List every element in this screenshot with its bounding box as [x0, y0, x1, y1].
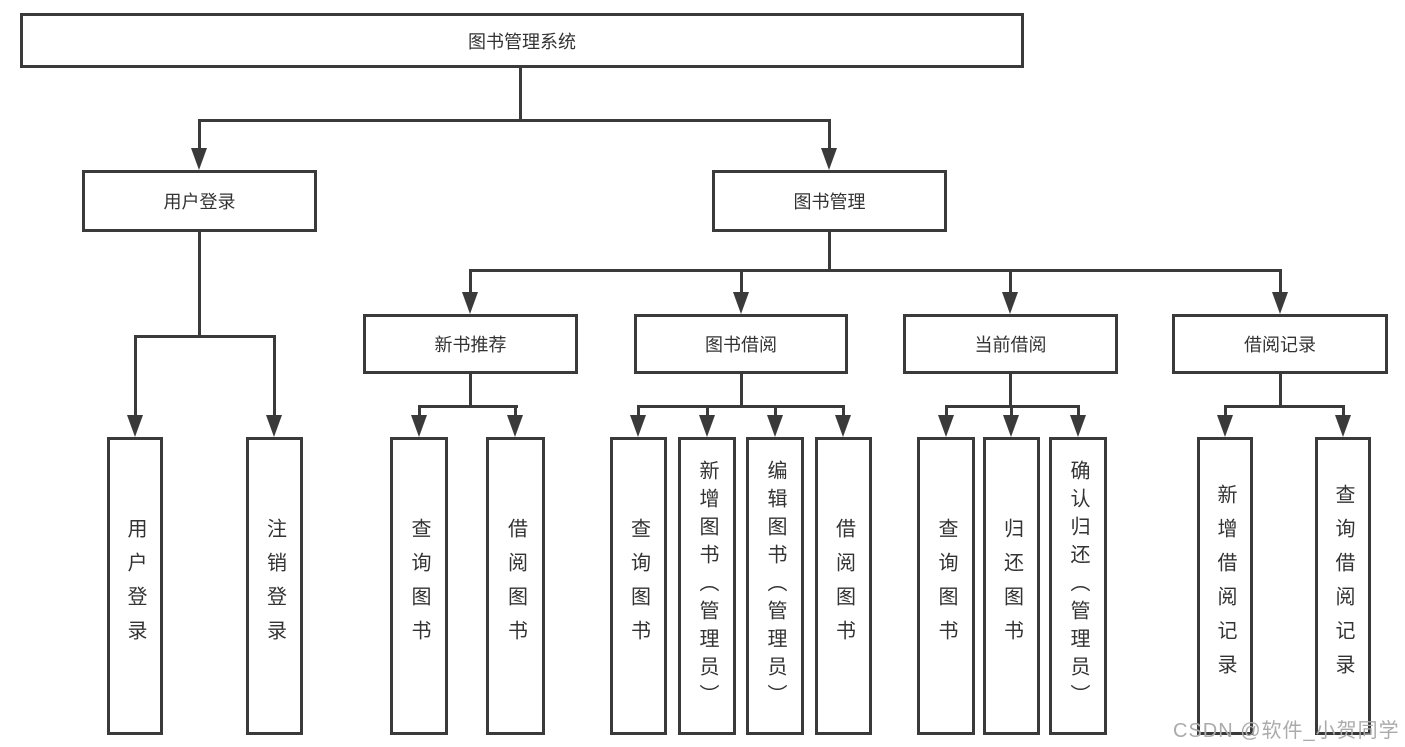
node-book-management: 图书管理 [712, 170, 947, 232]
connector-book-borrow-rail [637, 405, 845, 408]
connector-drop-borrow-records [1279, 269, 1282, 298]
arrow-to-leaf-user-login [127, 415, 143, 437]
arrow-to-leaf-logout [266, 415, 282, 437]
connector-drop [706, 405, 709, 419]
connector-user-login-rail [134, 335, 276, 338]
arrow-to-leaf-add-books [699, 415, 715, 437]
connector-drop [1010, 405, 1013, 419]
connector-drop-new-book-rec [469, 269, 472, 298]
leaf-logout: 注销登录 [246, 437, 303, 735]
node-user-login: 用户登录 [82, 170, 317, 232]
connector-book-borrow-stem [740, 374, 743, 407]
arrow-to-new-book-rec [462, 292, 478, 314]
leaf-edit-books-admin: 编辑图书（管理员） [746, 437, 804, 735]
node-borrowing-records: 借阅记录 [1172, 314, 1388, 374]
node-current-borrowing: 当前借阅 [903, 314, 1118, 374]
connector-current-borrow-stem [1009, 374, 1012, 407]
leaf-add-books-admin: 新增图书（管理员） [678, 437, 736, 735]
arrow-to-leaf-query-borrow-record [1335, 415, 1351, 437]
connector-drop [637, 405, 640, 419]
leaf-query-books-newrec: 查询图书 [390, 437, 448, 735]
connector-book-mgmt-stem [828, 232, 831, 272]
arrow-to-leaf-confirm-return [1070, 415, 1086, 437]
connector-new-book-rec-stem [469, 374, 472, 407]
arrow-to-user-login [191, 148, 207, 170]
leaf-query-borrow-record: 查询借阅记录 [1315, 437, 1371, 735]
arrow-to-leaf-query-books-3 [938, 415, 954, 437]
connector-drop-leaf-user-login [134, 335, 137, 419]
arrow-to-book-borrow [733, 292, 749, 314]
leaf-add-borrow-record: 新增借阅记录 [1197, 437, 1253, 735]
csdn-watermark: CSDN @软件_小贺同学 [1173, 720, 1400, 742]
leaf-return-books: 归还图书 [983, 437, 1040, 735]
arrow-to-leaf-query-books-1 [411, 415, 427, 437]
arrow-to-borrow-records [1272, 292, 1288, 314]
connector-drop-leaf-logout [273, 335, 276, 419]
connector-root-stem [519, 68, 522, 122]
connector-user-login-stem [198, 232, 201, 337]
arrow-to-leaf-borrow-books-2 [835, 415, 851, 437]
connector-borrow-records-rail [1224, 405, 1345, 408]
leaf-query-books-borrow: 查询图书 [610, 437, 667, 735]
connector-drop [1342, 405, 1345, 419]
connector-drop-book-borrow [740, 269, 743, 298]
arrow-to-leaf-borrow-books-1 [507, 415, 523, 437]
connector-drop-current-borrow [1009, 269, 1012, 298]
arrow-to-current-borrow [1002, 292, 1018, 314]
node-new-book-recommendation: 新书推荐 [363, 314, 578, 374]
connector-book-mgmt-rail [469, 269, 1282, 272]
leaf-confirm-return-admin: 确认归还（管理员） [1049, 437, 1107, 735]
connector-drop-book-mgmt [828, 119, 831, 155]
connector-drop [842, 405, 845, 419]
connector-drop-user-login [198, 119, 201, 155]
arrow-to-leaf-query-books-2 [630, 415, 646, 437]
connector-drop [774, 405, 777, 419]
arrow-to-book-mgmt [821, 148, 837, 170]
leaf-user-login: 用户登录 [107, 437, 163, 735]
node-book-borrowing: 图书借阅 [634, 314, 848, 374]
node-root-library-system: 图书管理系统 [20, 13, 1024, 68]
arrow-to-leaf-add-borrow-record [1217, 415, 1233, 437]
connector-new-book-rec-rail [418, 405, 518, 408]
connector-drop [418, 405, 421, 419]
arrow-to-leaf-return-books [1003, 415, 1019, 437]
connector-drop [1077, 405, 1080, 419]
connector-drop [1224, 405, 1227, 419]
connector-drop [945, 405, 948, 419]
leaf-borrow-books-newrec: 借阅图书 [486, 437, 545, 735]
connector-drop [514, 405, 517, 419]
connector-borrow-records-stem [1279, 374, 1282, 407]
leaf-borrow-books-borrow: 借阅图书 [815, 437, 872, 735]
leaf-query-books-current: 查询图书 [917, 437, 975, 735]
arrow-to-leaf-edit-books [767, 415, 783, 437]
connector-root-rail [198, 119, 831, 122]
